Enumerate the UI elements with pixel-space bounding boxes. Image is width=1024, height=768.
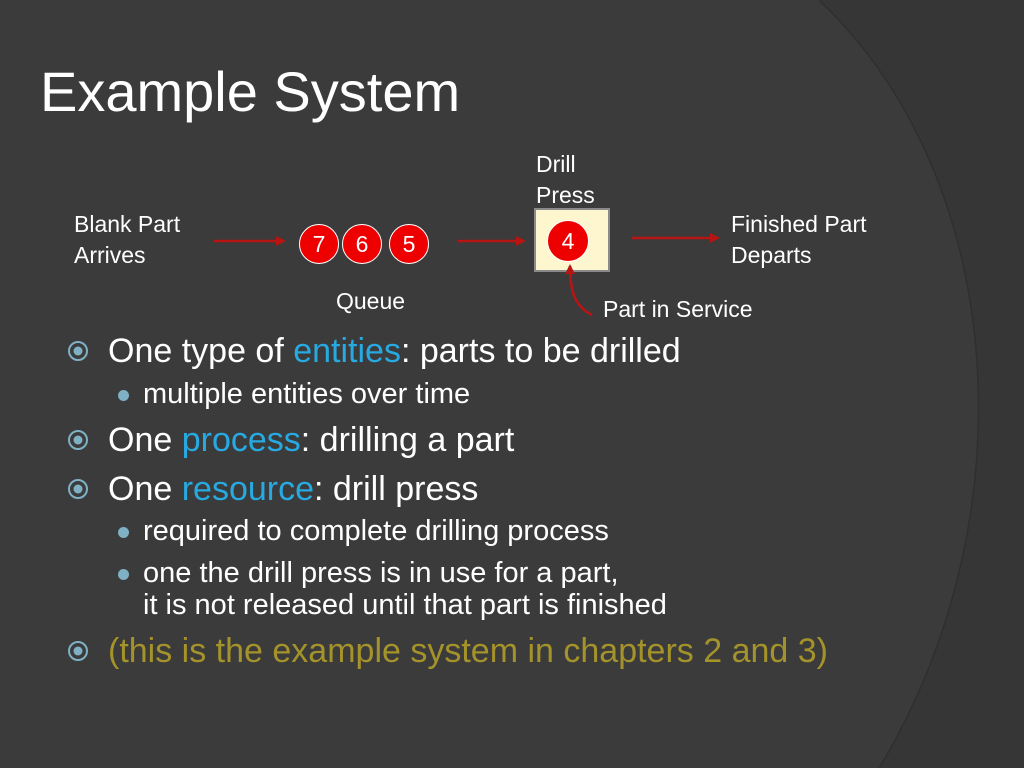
circle-bullet-icon bbox=[68, 479, 88, 499]
slide-title: Example System bbox=[40, 60, 461, 123]
bullet-entities: One type of entities: parts to be drille… bbox=[108, 332, 681, 370]
queue-part: 5 bbox=[389, 224, 429, 264]
sub-bullet: multiple entities over time bbox=[143, 378, 471, 410]
sub-bullet: one the drill press is in use for a part… bbox=[143, 557, 619, 589]
queue-label: Queue bbox=[336, 288, 406, 314]
finished-part-departs-label: Finished Part Departs bbox=[731, 211, 867, 268]
part-in-service-label: Part in Service bbox=[603, 296, 753, 322]
dot-bullet-icon bbox=[118, 569, 129, 580]
dot-bullet-icon bbox=[118, 527, 129, 538]
queue-part: 7 bbox=[299, 224, 339, 264]
circle-bullet-icon bbox=[68, 430, 88, 450]
circle-bullet-icon bbox=[68, 641, 88, 661]
bullet-process: One process: drilling a part bbox=[108, 421, 515, 459]
bullet-note-chapters: (this is the example system in chapters … bbox=[108, 632, 828, 670]
term-resource: resource bbox=[181, 470, 314, 508]
circle-bullet-icon bbox=[68, 341, 88, 361]
term-entities: entities bbox=[293, 332, 401, 370]
sub-bullet: required to complete drilling process bbox=[143, 515, 609, 547]
drill-press-label: Drill Press bbox=[536, 151, 595, 208]
bullet-resource: One resource: drill press bbox=[108, 470, 479, 508]
sub-bullet-continuation: it is not released until that part is fi… bbox=[143, 589, 667, 621]
blank-part-arrives-label: Blank Part Arrives bbox=[74, 211, 181, 268]
term-process: process bbox=[181, 421, 301, 459]
queue-part: 6 bbox=[342, 224, 382, 264]
part-in-service: 4 bbox=[547, 220, 589, 262]
dot-bullet-icon bbox=[118, 390, 129, 401]
